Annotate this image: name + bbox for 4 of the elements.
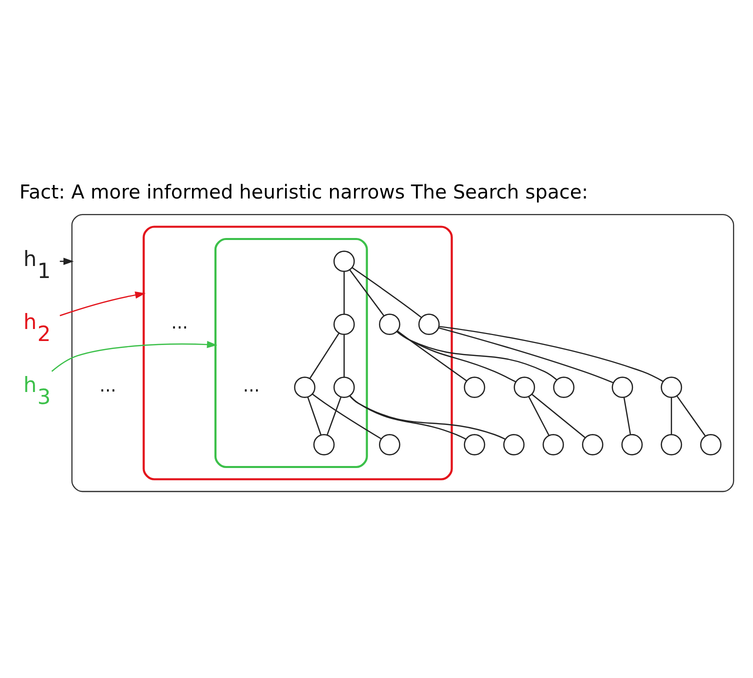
label: ... — [100, 376, 116, 397]
label: ... — [243, 376, 260, 397]
label: ... — [171, 314, 188, 334]
diagram-title: Fact: A more informed heuristic narrows The Search space: — [19, 180, 588, 204]
